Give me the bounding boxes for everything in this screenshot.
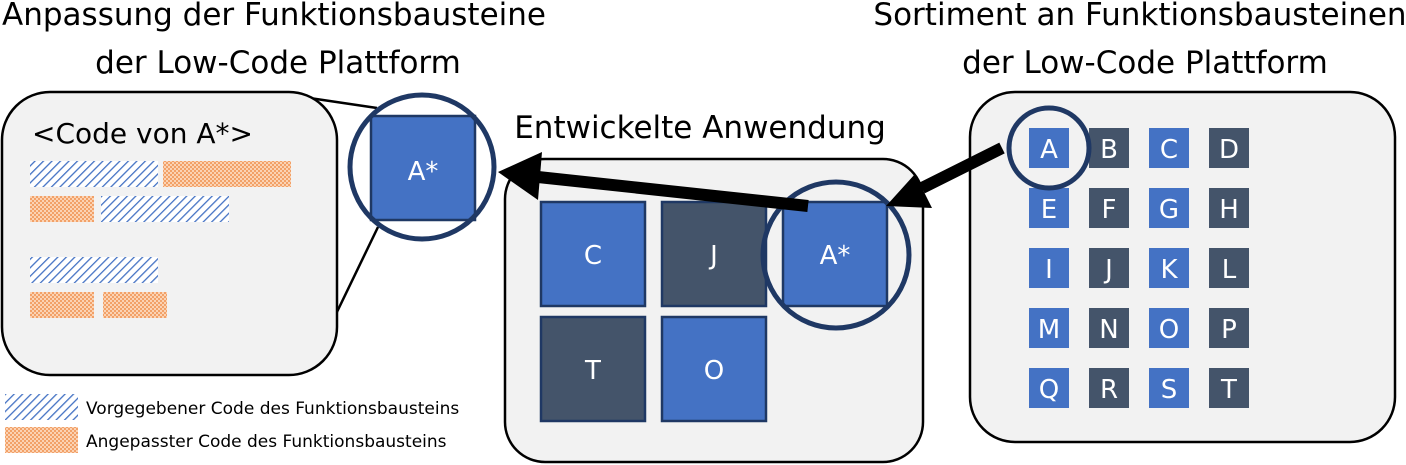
assortment-block-h-label: H: [1219, 195, 1239, 225]
assortment-block-n: [1089, 308, 1129, 348]
arrow-to-zoom-head: [498, 152, 542, 200]
app-block-o: [660, 315, 768, 423]
assortment-block-c-label: C: [1160, 135, 1178, 165]
app-block-a-star-label: A*: [820, 241, 851, 271]
app-block-c: [539, 200, 647, 308]
adapted-code-line: [103, 292, 167, 318]
right-title-line2: der Low-Code Plattform: [962, 45, 1328, 81]
assortment-block-g-label: G: [1159, 195, 1179, 225]
assortment-block-q-label: Q: [1039, 375, 1059, 405]
right-title-line1: Sortiment an Funktionsbausteinen: [873, 0, 1406, 33]
app-block-t-label: T: [584, 356, 601, 386]
app-block-a-star: [781, 200, 889, 308]
assortment-block-h: [1209, 188, 1249, 228]
app-block-j-label: J: [708, 241, 718, 271]
legend-adapted-label: Angepasster Code des Funktionsbausteins: [86, 432, 447, 452]
legend-given-swatch: [5, 394, 78, 420]
assortment-block-b-label: B: [1100, 135, 1118, 165]
adapted-code-line: [30, 292, 94, 318]
assortment-block-r: [1089, 368, 1129, 408]
assortment-block-p: [1209, 308, 1249, 348]
assortment-block-i-label: I: [1045, 255, 1053, 285]
app-block-j: [660, 200, 768, 308]
assortment-block-b: [1089, 128, 1129, 168]
assortment-block-o: [1149, 308, 1189, 348]
assortment-block-e: [1029, 188, 1069, 228]
adapted-code-line: [30, 196, 94, 222]
assortment-block-g: [1149, 188, 1189, 228]
legend-adapted-swatch: [5, 427, 78, 453]
assortment-block-p-label: P: [1221, 315, 1237, 345]
assortment-block-n-label: N: [1099, 315, 1118, 345]
assortment-block-j-label: J: [1103, 255, 1113, 285]
assortment-block-j: [1089, 248, 1129, 288]
assortment-block-r-label: R: [1100, 375, 1118, 405]
legend-given-label: Vorgegebener Code des Funktionsbausteins: [86, 399, 459, 419]
assortment-block-a-label: A: [1040, 135, 1058, 165]
arrow-to-app-head: [886, 174, 932, 208]
assortment-block-d: [1209, 128, 1249, 168]
assortment-block-q: [1029, 368, 1069, 408]
assortment-block-d-label: D: [1219, 135, 1239, 165]
assortment-block-e-label: E: [1041, 195, 1057, 225]
application-blocks: C J A* T O: [539, 200, 889, 423]
assortment-block-m-label: M: [1038, 315, 1060, 345]
assortment-block-s: [1149, 368, 1189, 408]
assortment-block-o-label: O: [1159, 315, 1179, 345]
zoom-block-label: A*: [408, 157, 439, 187]
assortment-block-t: [1209, 368, 1249, 408]
adapted-code-line: [163, 161, 291, 187]
assortment-block-l: [1209, 248, 1249, 288]
application-title: Entwickelte Anwendung: [514, 110, 886, 146]
assortment-block-f: [1089, 188, 1129, 228]
given-code-line: [30, 161, 158, 187]
assortment-highlight-circle: [1006, 105, 1092, 191]
assortment-grid: A B C D E F G H I J K L M N O P Q R S T: [1029, 128, 1249, 408]
assortment-block-s-label: S: [1161, 375, 1178, 405]
app-highlight-circle: [760, 179, 912, 331]
assortment-block-f-label: F: [1102, 195, 1117, 225]
arrow-to-app-shaft: [919, 142, 1005, 194]
left-title-line1: Anpassung der Funktionsbausteine: [2, 0, 546, 33]
assortment-block-k: [1149, 248, 1189, 288]
code-panel-title: <Code von A*>: [32, 117, 253, 150]
assortment-block-m: [1029, 308, 1069, 348]
assortment-block-a: [1029, 128, 1069, 168]
app-block-c-label: C: [584, 241, 602, 271]
left-title-line2: der Low-Code Plattform: [95, 45, 461, 81]
app-block-t: [539, 315, 647, 423]
given-code-line: [30, 257, 158, 283]
given-code-line: [101, 196, 229, 222]
assortment-block-c: [1149, 128, 1189, 168]
arrow-to-zoom-shaft: [537, 171, 809, 212]
assortment-block-k-label: K: [1160, 255, 1178, 285]
assortment-block-l-label: L: [1222, 255, 1237, 285]
assortment-block-i: [1029, 248, 1069, 288]
app-block-o-label: O: [704, 356, 724, 386]
assortment-block-t-label: T: [1220, 375, 1237, 405]
zoom-circle: [347, 92, 497, 242]
zoom-block: [369, 114, 477, 222]
